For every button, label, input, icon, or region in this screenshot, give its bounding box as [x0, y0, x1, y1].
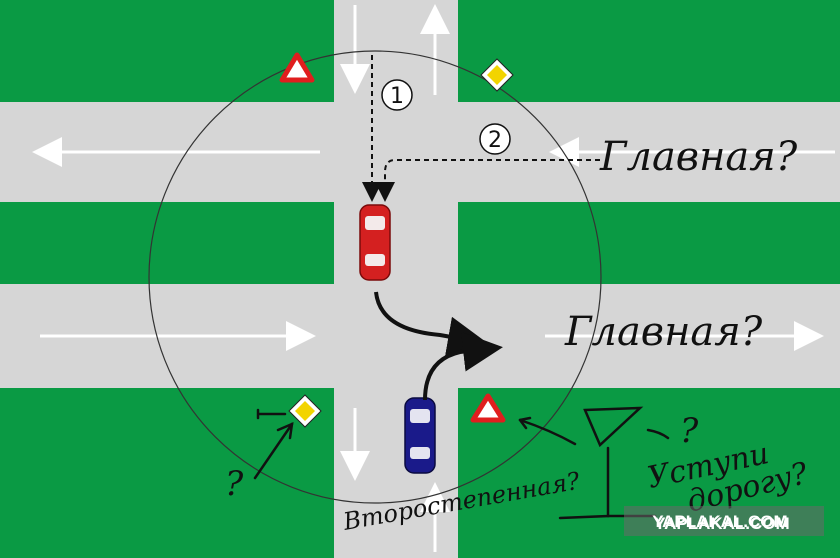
watermark-text: YAPLAKAL.COM [652, 512, 787, 531]
svg-text:2: 2 [488, 128, 502, 153]
watermark-shadow: YAPLAKAL.COM [654, 514, 789, 533]
yield-sign-top-left [279, 52, 315, 83]
annotation-question-left: ? [225, 464, 244, 504]
svg-text:1: 1 [390, 84, 404, 109]
route-label-2: 2 [479, 123, 511, 155]
route-label-1: 1 [381, 79, 413, 111]
annotation-yield-question: ? [680, 411, 699, 451]
red-car-turn-arrow [374, 291, 488, 357]
annotation-main-road-top: Главная? [599, 134, 798, 180]
priority-road-sign-top-right [480, 58, 514, 92]
red-car [359, 204, 391, 281]
priority-road-sign-bottom-left [288, 394, 322, 428]
blue-car [404, 397, 436, 474]
lane-arrows [31, 4, 835, 552]
yield-sign-bottom-right [470, 393, 506, 423]
focus-circle [148, 50, 602, 504]
annotation-main-road-middle: Главная? [564, 309, 763, 355]
watermark-box [624, 506, 824, 536]
blue-car-turn-arrow [423, 331, 503, 401]
